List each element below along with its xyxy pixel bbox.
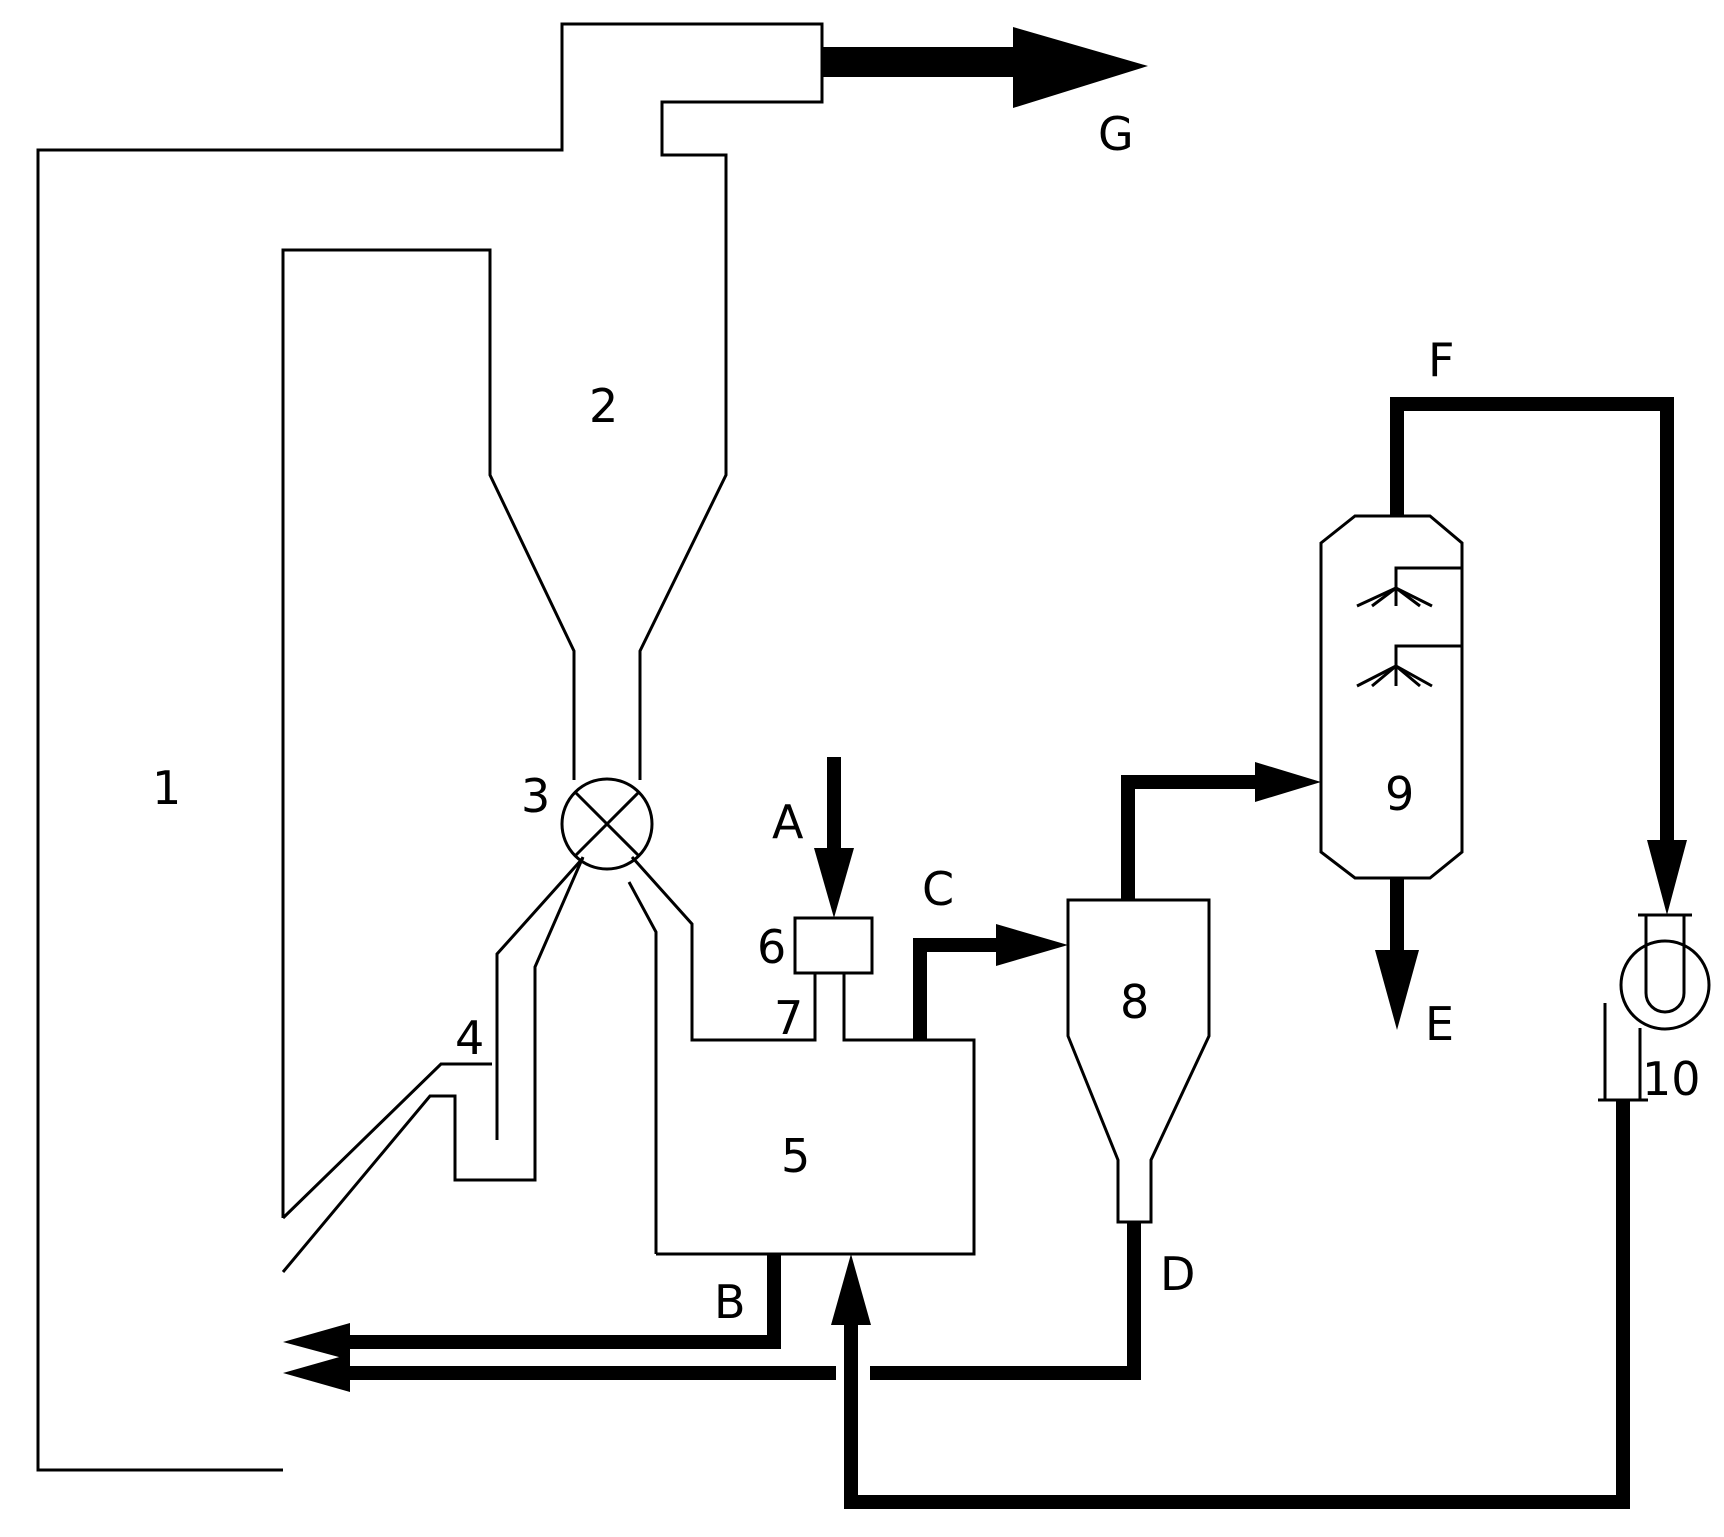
label-stream-f: F bbox=[1428, 333, 1454, 387]
unit-4-return-leg bbox=[281, 856, 585, 1273]
stream-f-arrow bbox=[1390, 397, 1687, 915]
label-unit-10: 10 bbox=[1642, 1052, 1701, 1106]
label-unit-4: 4 bbox=[455, 1011, 484, 1065]
unit-6-feeder bbox=[793, 916, 874, 975]
pump-to-unit-5-arrow bbox=[831, 1100, 1630, 1509]
stream-b-arrow bbox=[283, 1254, 781, 1360]
unit-9-spray-nozzle-lower bbox=[1356, 644, 1462, 688]
unit-3-rotary-valve bbox=[560, 777, 654, 871]
unit-9-spray-nozzle-upper bbox=[1356, 566, 1462, 608]
label-unit-3: 3 bbox=[521, 769, 550, 823]
stream-c-arrow bbox=[913, 924, 1068, 1040]
label-unit-2: 2 bbox=[589, 379, 618, 433]
label-unit-5: 5 bbox=[781, 1129, 810, 1183]
stream-a-arrow bbox=[814, 757, 854, 918]
label-stream-b: B bbox=[714, 1275, 746, 1329]
unit-8-cyclone bbox=[1066, 898, 1211, 1224]
label-stream-e: E bbox=[1425, 997, 1454, 1051]
label-unit-7: 7 bbox=[774, 991, 803, 1045]
unit-2-cyclone-outline bbox=[281, 248, 576, 1218]
unit-4-return-leg-outer bbox=[281, 1062, 492, 1220]
label-unit-9: 9 bbox=[1385, 767, 1414, 821]
stream-g-arrow bbox=[822, 27, 1148, 108]
label-stream-a: A bbox=[772, 795, 804, 849]
label-stream-g: G bbox=[1098, 107, 1134, 161]
unit-9-scrubber bbox=[1319, 514, 1464, 880]
stream-d-arrow bbox=[283, 1222, 1141, 1392]
label-unit-1: 1 bbox=[152, 761, 181, 815]
label-unit-8: 8 bbox=[1120, 975, 1149, 1029]
unit-8-to-unit-9-arrow bbox=[1121, 762, 1321, 900]
unit-4-return-leg-inner bbox=[495, 856, 585, 1140]
unit-1-vessel-outline bbox=[36, 22, 824, 1472]
stream-e-arrow bbox=[1375, 878, 1419, 1030]
label-unit-6: 6 bbox=[757, 920, 786, 974]
valve-to-unit-5-pipe-inner bbox=[627, 881, 658, 1254]
label-stream-d: D bbox=[1160, 1247, 1195, 1301]
label-stream-c: C bbox=[922, 862, 954, 916]
